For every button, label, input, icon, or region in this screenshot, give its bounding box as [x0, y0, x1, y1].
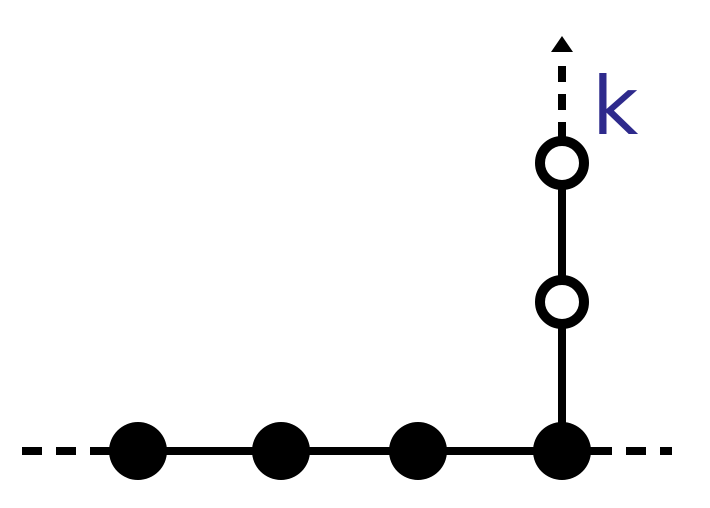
filled-node	[389, 422, 447, 480]
filled-node	[252, 422, 310, 480]
filled-node	[109, 422, 167, 480]
open-node	[535, 136, 589, 190]
direction-label-k: k	[592, 60, 639, 153]
filled-node-corner	[533, 422, 591, 480]
open-node	[535, 275, 589, 329]
up-arrow-head	[551, 36, 573, 52]
